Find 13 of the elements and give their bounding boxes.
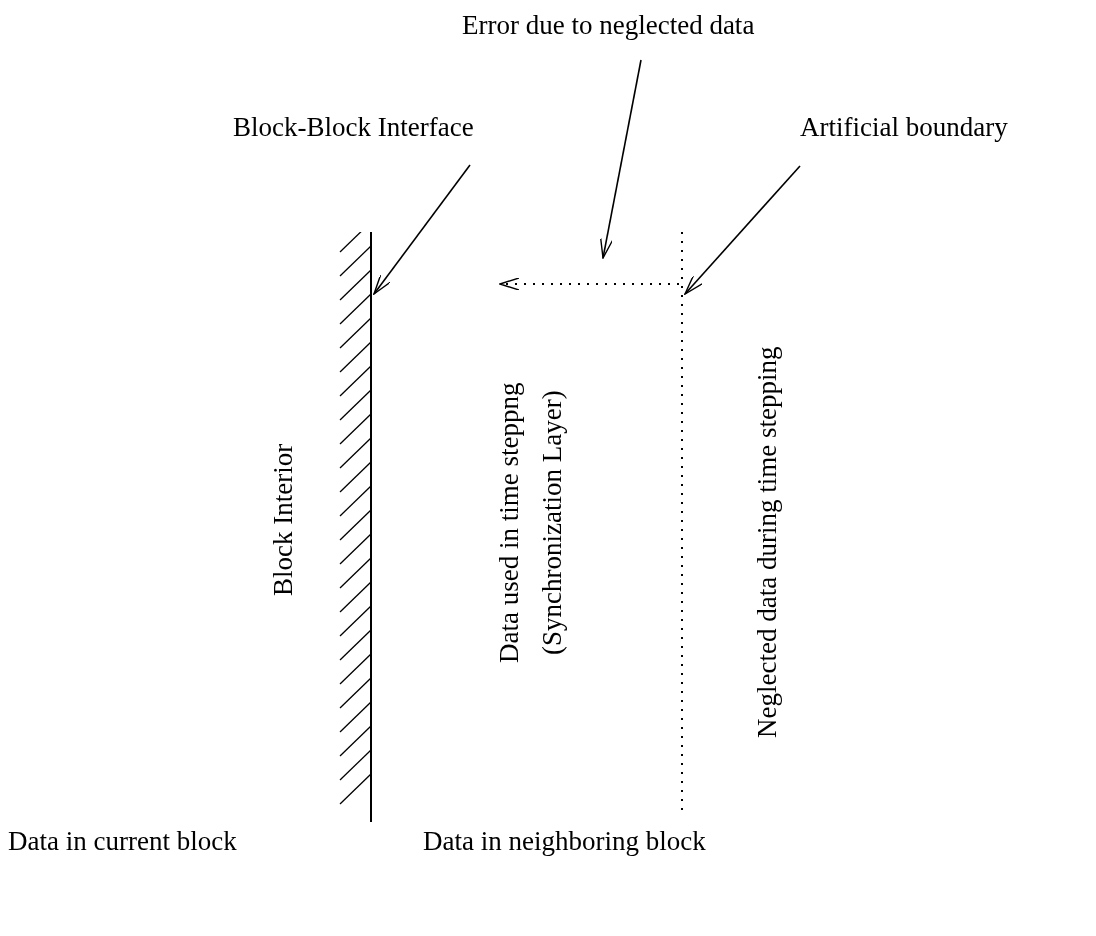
callout-text: Block-Block Interface — [233, 112, 474, 144]
region-label: Neglected data during time stepping — [751, 345, 783, 740]
region-caption: Data in neighboring block — [423, 826, 706, 858]
hatched-wall-line — [338, 232, 374, 822]
leader-line — [373, 164, 471, 295]
region-label: Block Interior — [267, 442, 299, 599]
region-caption: Data in current block — [8, 826, 237, 858]
region-label: Data used in time steppng (Synchronization Layer) — [493, 381, 569, 665]
arrow — [499, 277, 680, 291]
leader-line — [600, 59, 642, 259]
callout-text: Artificial boundary — [800, 112, 1008, 144]
callout-text: Error due to neglected data — [462, 10, 755, 42]
leader-line — [684, 165, 801, 295]
